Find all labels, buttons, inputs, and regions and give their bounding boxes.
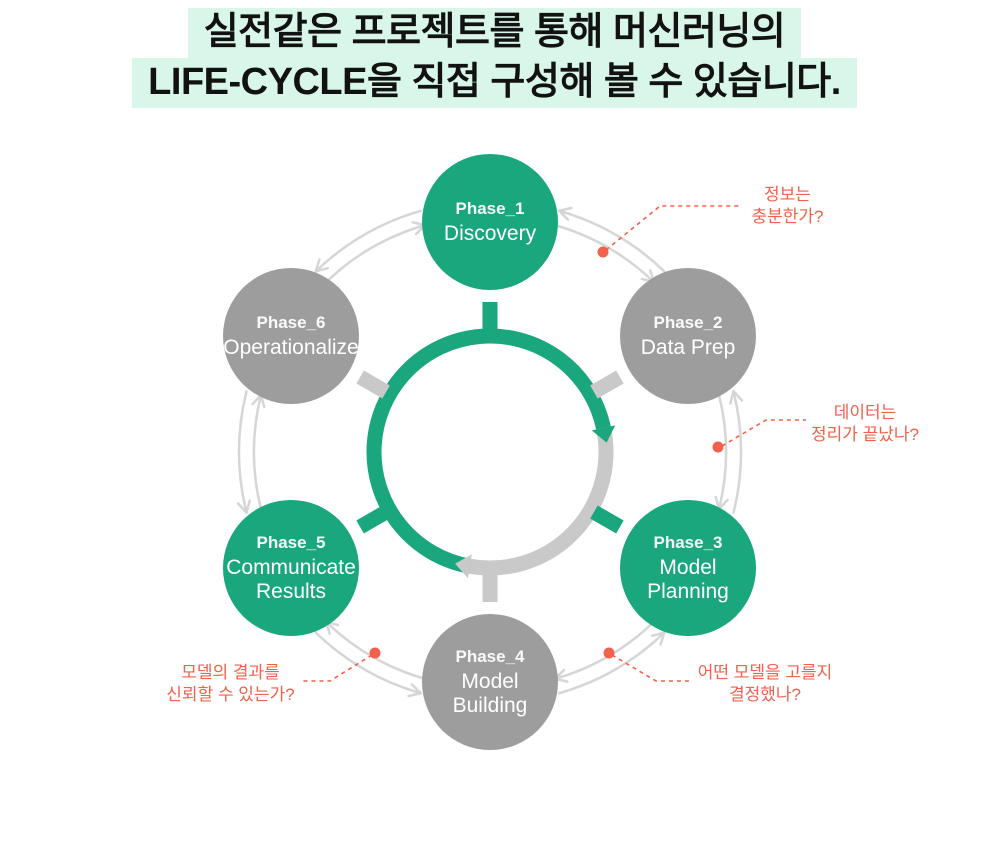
tab-phase-4: [482, 572, 498, 602]
page-title: 실전같은 프로젝트를 통해 머신러닝의 LIFE-CYCLE을 직접 구성해 볼…: [0, 8, 989, 108]
phase-3-label: Phase_3: [653, 532, 723, 552]
dot-icon: [369, 647, 381, 659]
phase-4-node: Phase_4 Model Building: [422, 614, 558, 750]
phase-5-node: Phase_5 Communicate Results: [223, 500, 359, 636]
callout-note-4-line-1: 모델의 결과를: [181, 663, 280, 682]
callout-note-4: 모델의 결과를 신뢰할 수 있는가?: [158, 662, 303, 707]
green-arrowhead-icon: [591, 425, 616, 443]
tab-phase-3: [590, 505, 624, 534]
phase-6-node: Phase_6 Operationalize: [223, 268, 359, 404]
callout-note-2-line-1: 데이터는: [833, 403, 897, 422]
callout-line-3: [611, 654, 692, 682]
phase-5-name: Communicate Results: [226, 555, 356, 603]
phase-5-label: Phase_5: [256, 532, 326, 552]
title-line-2: LIFE-CYCLE을 직접 구성해 볼 수 있습니다.: [132, 58, 857, 108]
callout-line-2: [721, 419, 806, 447]
phase-3-name: Model Planning: [647, 555, 729, 603]
phase-6-label: Phase_6: [256, 312, 326, 332]
phase-1-name: Discovery: [443, 221, 537, 245]
phase-2-node: Phase_2 Data Prep: [620, 268, 756, 404]
callout-line-4: [300, 654, 373, 682]
dot-icon: [712, 441, 724, 453]
phase-2-name: Data Prep: [640, 335, 736, 359]
tab-phase-2: [590, 370, 624, 399]
ring-gray-arc: [468, 426, 614, 576]
tab-phase-6: [356, 370, 390, 399]
callout-note-2-line-2: 정리가 끝났나?: [810, 425, 920, 445]
ring-green-arc: [366, 328, 611, 574]
callout-note-2: 데이터는 정리가 끝났나?: [800, 402, 930, 447]
callout-note-3-line-2: 결정했나?: [728, 685, 801, 705]
callout-lines: [300, 205, 806, 682]
phase-1-node: Phase_1 Discovery: [422, 154, 558, 290]
dot-icon: [597, 246, 609, 258]
callout-line-1: [605, 205, 740, 251]
phase-4-name: Model Building: [452, 669, 528, 717]
tab-phase-1: [482, 302, 498, 332]
phase-3-node: Phase_3 Model Planning: [620, 500, 756, 636]
phase-1-label: Phase_1: [455, 198, 525, 218]
callout-dots: [369, 246, 724, 659]
callout-note-3-line-1: 어떤 모델을 고를지: [697, 663, 833, 682]
gray-arrowhead-icon: [455, 554, 472, 579]
callout-note-1-line-1: 정보는: [764, 185, 811, 204]
callout-note-1: 정보는 충분한가?: [725, 184, 850, 229]
cycle-ring: [366, 328, 614, 576]
ring-tabs: [356, 302, 624, 602]
ring-arrowheads: [455, 425, 616, 579]
callout-note-1-line-2: 충분한가?: [751, 207, 824, 227]
callout-note-3: 어떤 모델을 고를지 결정했나?: [690, 662, 840, 707]
callout-note-4-line-2: 신뢰할 수 있는가?: [166, 685, 295, 705]
title-line-1: 실전같은 프로젝트를 통해 머신러닝의: [187, 8, 802, 58]
dot-icon: [603, 647, 615, 659]
tab-phase-5: [356, 505, 390, 534]
phase-6-name: Operationalize: [223, 335, 359, 359]
phase-2-label: Phase_2: [653, 312, 723, 332]
phase-4-label: Phase_4: [455, 646, 525, 666]
